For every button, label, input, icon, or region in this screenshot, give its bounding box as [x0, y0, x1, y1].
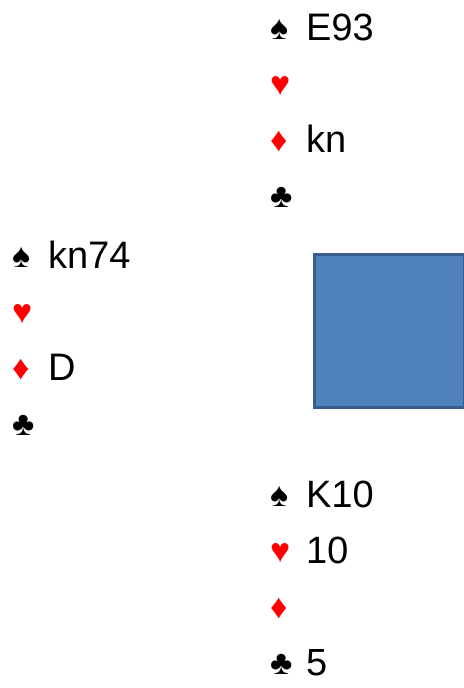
south-clubs-cards: 5 [306, 642, 328, 684]
south-hearts-cards: 10 [306, 530, 349, 572]
west-diamonds-row: ♦ D [12, 343, 75, 393]
south-diamonds-row: ♦ [270, 582, 306, 632]
spade-icon: ♠ [270, 9, 289, 47]
south-spades-row: ♠ K10 [270, 470, 374, 520]
north-spades-cards: E93 [306, 7, 374, 49]
table-square [313, 253, 464, 409]
south-clubs-row: ♣ 5 [270, 638, 327, 688]
spade-icon: ♠ [270, 476, 289, 514]
south-hearts-row: ♥ 10 [270, 526, 348, 576]
west-hand: ♠ kn74 ♥ ♦ D ♣ [12, 228, 212, 458]
south-spades-cards: K10 [306, 474, 374, 516]
diamond-icon: ♦ [270, 588, 288, 626]
west-hearts-row: ♥ [12, 287, 48, 337]
north-hand: ♠ E93 ♥ ♦ kn ♣ [270, 0, 464, 230]
club-icon: ♣ [270, 644, 293, 682]
west-clubs-row: ♣ [12, 399, 48, 449]
heart-icon: ♥ [270, 65, 291, 103]
north-hearts-row: ♥ [270, 59, 306, 109]
west-diamonds-cards: D [48, 347, 76, 389]
west-spades-cards: kn74 [48, 235, 131, 277]
diamond-icon: ♦ [270, 121, 288, 159]
north-diamonds-cards: kn [306, 119, 347, 161]
north-diamonds-row: ♦ kn [270, 115, 346, 165]
north-spades-row: ♠ E93 [270, 3, 374, 53]
spade-icon: ♠ [12, 237, 31, 275]
north-clubs-row: ♣ [270, 171, 306, 221]
heart-icon: ♥ [270, 532, 291, 570]
club-icon: ♣ [270, 177, 293, 215]
heart-icon: ♥ [12, 293, 33, 331]
south-hand: ♠ K10 ♥ 10 ♦ ♣ 5 [270, 467, 464, 685]
west-spades-row: ♠ kn74 [12, 231, 130, 281]
club-icon: ♣ [12, 405, 35, 443]
diamond-icon: ♦ [12, 349, 30, 387]
